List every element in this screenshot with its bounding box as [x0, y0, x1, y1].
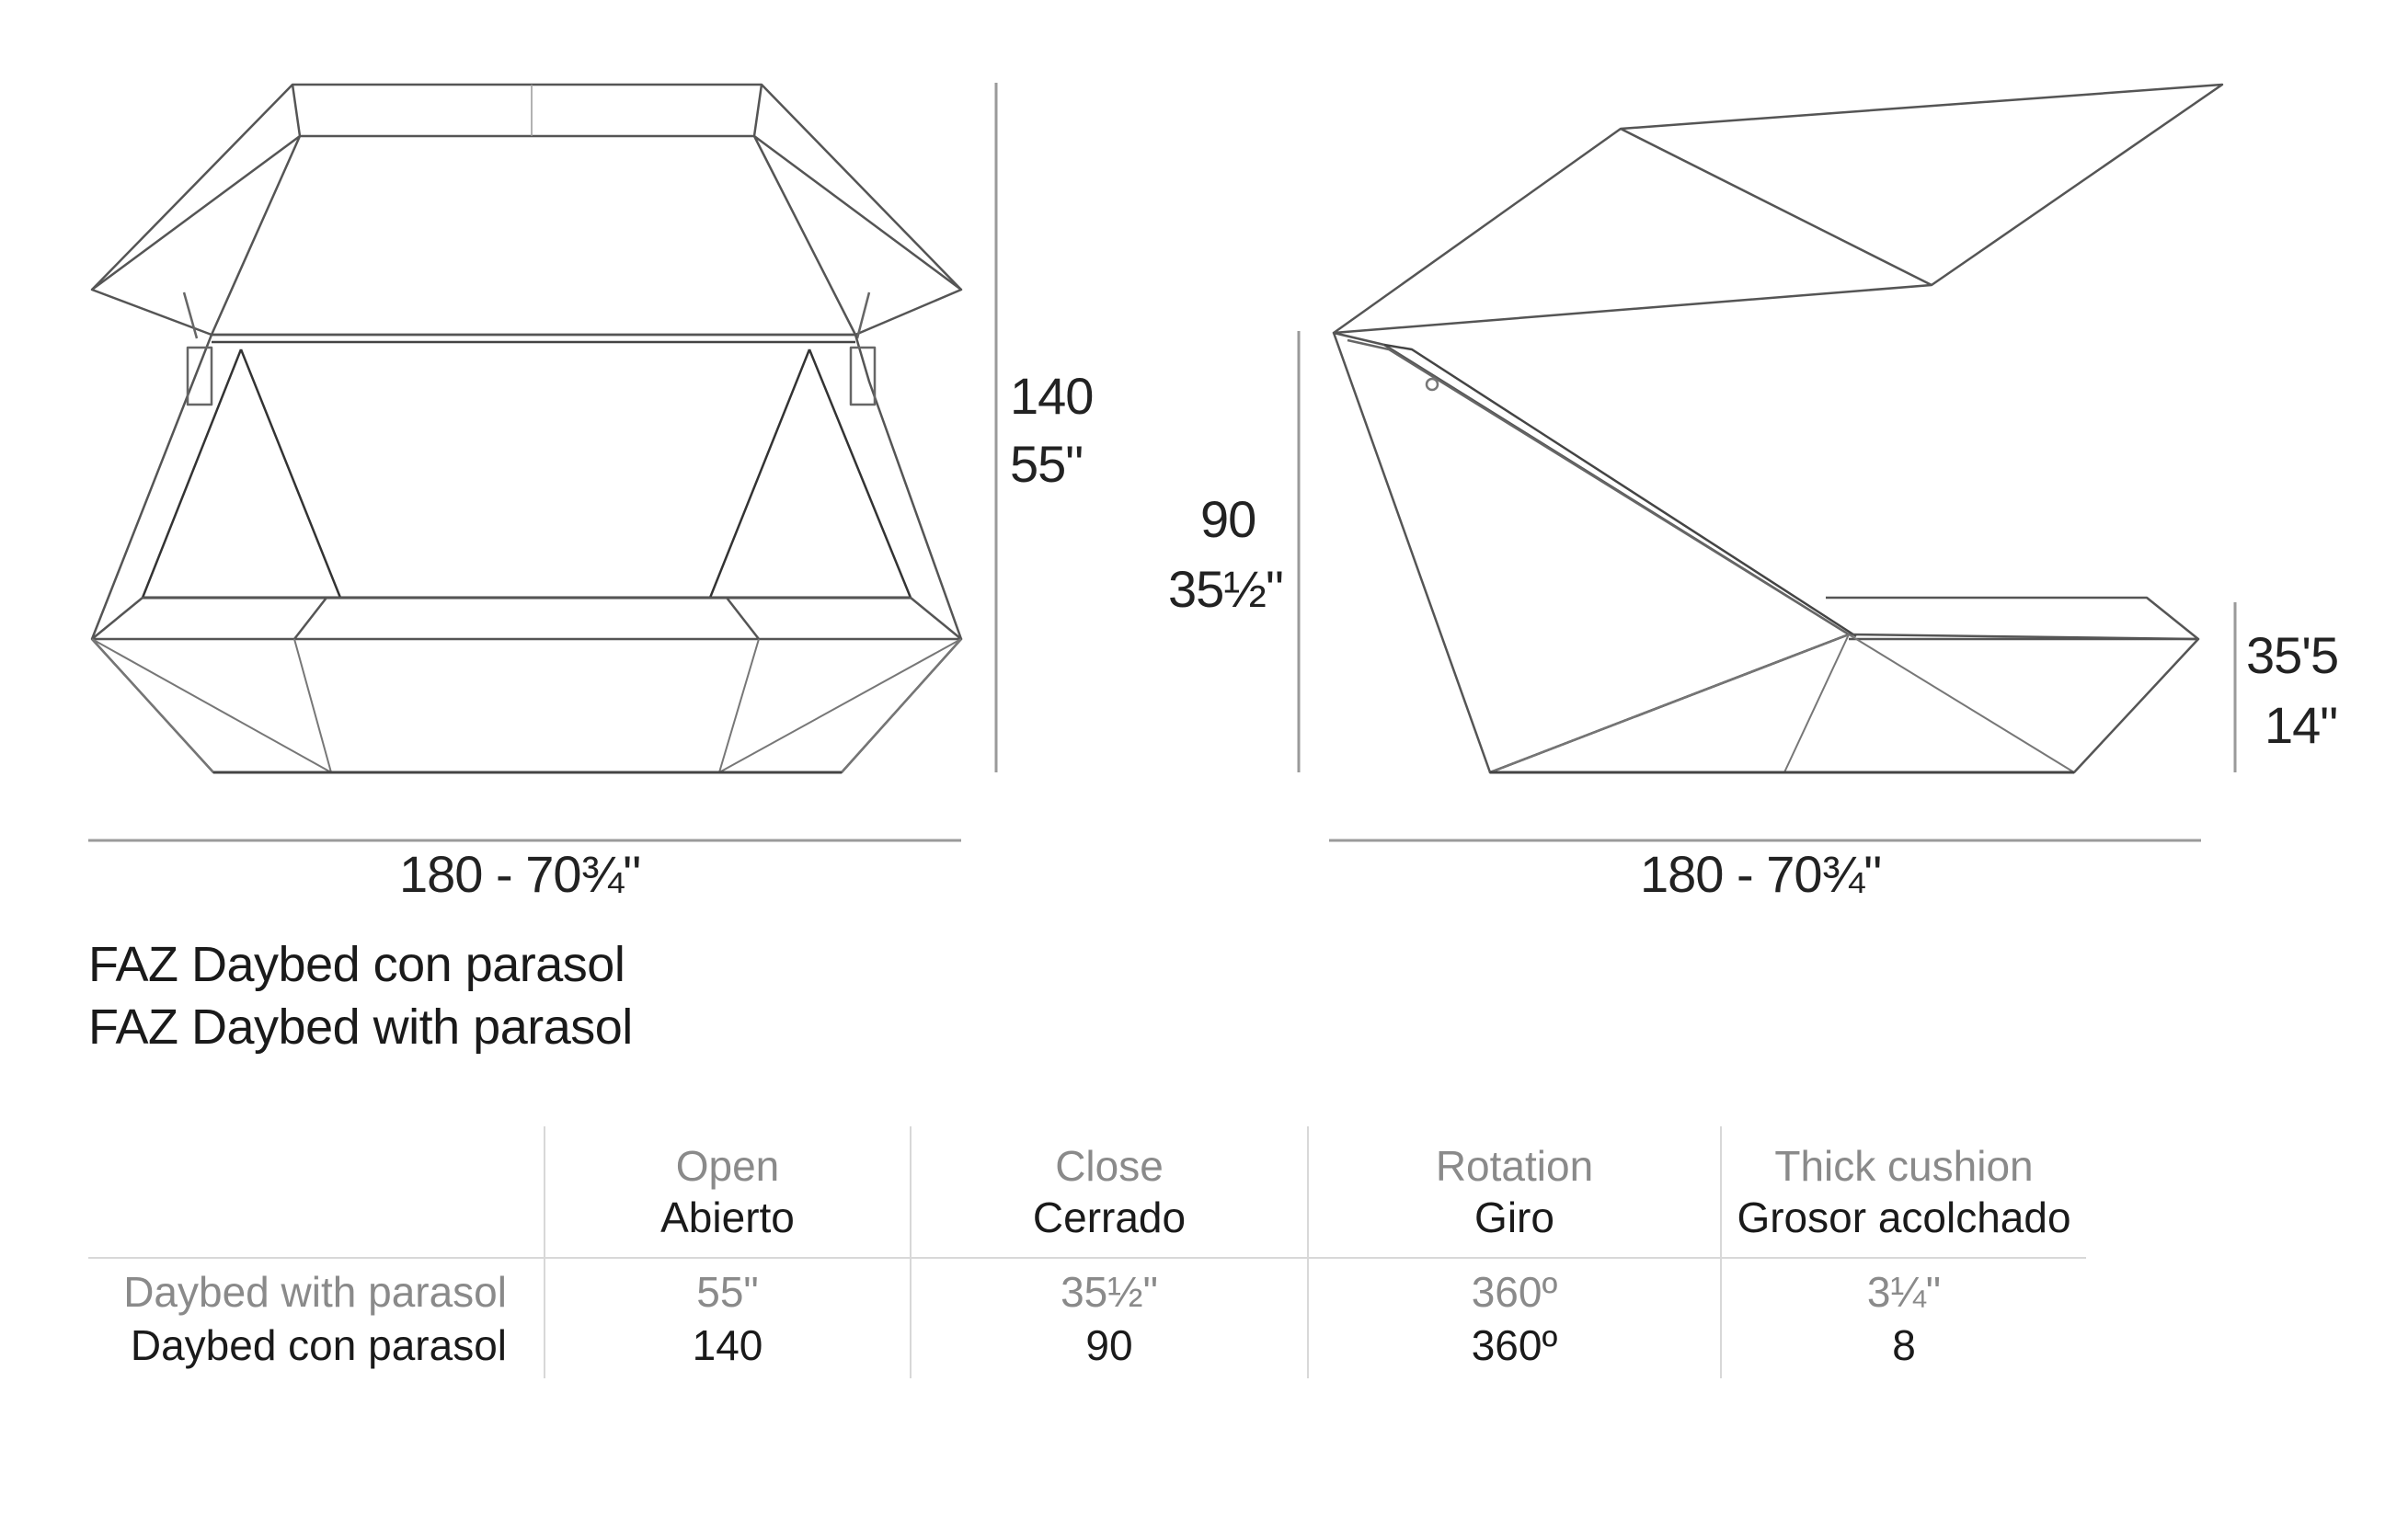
cell-rotation-cm: 360º — [1471, 1321, 1558, 1369]
header-close: Close Cerrado — [910, 1126, 1308, 1259]
side-cushion — [1826, 596, 2200, 641]
side-height-cm: 90 — [1200, 490, 1256, 548]
row-label-en: Daybed with parasol — [123, 1268, 507, 1316]
header-rotation-en: Rotation — [1435, 1142, 1594, 1190]
cell-open: 55" 140 — [544, 1258, 911, 1378]
side-parasol — [1332, 83, 2224, 335]
header-open-en: Open — [675, 1142, 780, 1190]
front-height-cm: 140 — [1010, 367, 1094, 425]
cell-close-cm: 90 — [1085, 1321, 1133, 1369]
side-seat-in: 14" — [2265, 696, 2338, 754]
row-label-es: Daybed con parasol — [130, 1321, 507, 1369]
header-rotation: Rotation Giro — [1307, 1126, 1721, 1259]
front-parasol-inner — [91, 84, 962, 336]
spec-table: Open Abierto Close Cerrado Rotation Giro… — [88, 1126, 2086, 1378]
header-close-es: Cerrado — [1032, 1194, 1187, 1241]
side-frame-outline — [1332, 331, 1851, 774]
header-empty — [88, 1126, 545, 1259]
cell-rotation: 360º 360º — [1307, 1258, 1721, 1378]
front-cushion — [91, 596, 963, 641]
table-header-row: Open Abierto Close Cerrado Rotation Giro… — [88, 1126, 2086, 1259]
header-open: Open Abierto — [544, 1126, 911, 1259]
header-rotation-es: Giro — [1474, 1194, 1554, 1241]
front-height-in: 55" — [1010, 435, 1084, 493]
header-open-es: Abierto — [660, 1194, 795, 1241]
product-title-en: FAZ Daybed with parasol — [88, 999, 633, 1055]
cell-open-in: 55" — [696, 1268, 759, 1316]
front-parasol-outline — [90, 83, 963, 337]
header-cushion-es: Grosor acolchado — [1737, 1194, 2071, 1241]
front-width-label: 180 - 70¾" — [399, 845, 641, 903]
side-seat-cm: 35'5 — [2246, 626, 2339, 684]
cell-cushion-cm: 8 — [1892, 1321, 1916, 1369]
side-height-in: 35½" — [1168, 560, 1284, 618]
cell-close-in: 35½" — [1061, 1268, 1158, 1316]
front-view-daybed — [90, 83, 963, 774]
cell-close: 35½" 90 — [910, 1258, 1308, 1378]
product-title-es: FAZ Daybed con parasol — [88, 937, 625, 992]
table-row: Daybed with parasol Daybed con parasol 5… — [88, 1258, 2086, 1378]
cell-rotation-in: 360º — [1471, 1268, 1558, 1316]
header-thick-cushion: Thick cushion Grosor acolchado — [1720, 1126, 2086, 1259]
header-cushion-en: Thick cushion — [1774, 1142, 2034, 1190]
header-close-en: Close — [1055, 1142, 1164, 1190]
row-label: Daybed with parasol Daybed con parasol — [88, 1258, 545, 1378]
cell-cushion-in: 3¼" — [1866, 1268, 1942, 1316]
cell-cushion: 3¼" 8 — [1720, 1258, 2086, 1378]
side-width-label: 180 - 70¾" — [1640, 845, 1882, 903]
side-view-daybed — [1332, 83, 2224, 774]
cell-open-cm: 140 — [692, 1321, 763, 1369]
